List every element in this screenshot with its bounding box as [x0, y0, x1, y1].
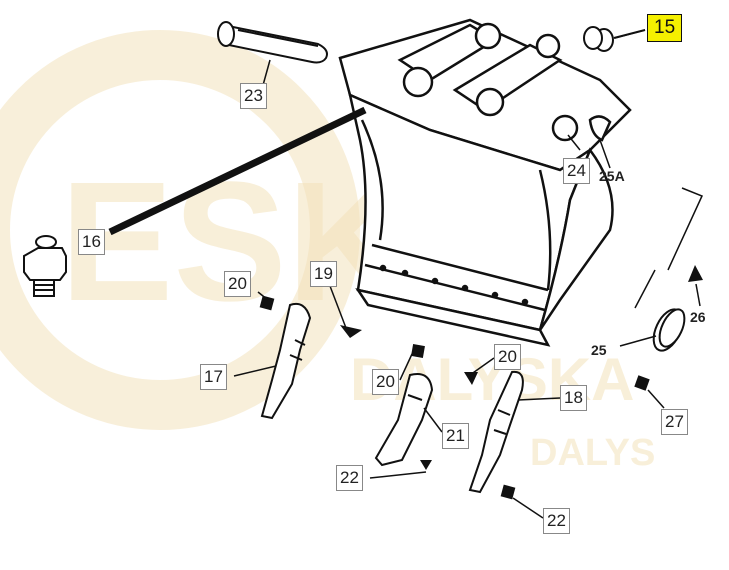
grease-fitting-16 — [23, 235, 67, 297]
callout-21: 21 — [442, 423, 469, 449]
callout-26: 26 — [690, 309, 706, 325]
callout-25: 25 — [591, 342, 607, 358]
callout-20-middle: 20 — [372, 369, 399, 395]
watermark-small-text: DALYS — [530, 432, 655, 474]
callout-27: 27 — [661, 409, 688, 435]
leader-16 — [108, 106, 367, 236]
adapter-18 — [468, 370, 524, 494]
callout-22-right: 22 — [543, 508, 570, 534]
watermark-gear-ring — [0, 30, 360, 430]
bracket-25-26 — [634, 187, 704, 309]
callout-19: 19 — [310, 261, 337, 287]
callout-17: 17 — [200, 364, 227, 390]
callout-24: 24 — [563, 158, 590, 184]
callout-22-left: 22 — [336, 465, 363, 491]
adapter-17 — [260, 302, 312, 420]
tooth-21 — [374, 373, 434, 467]
pin-23 — [217, 21, 328, 64]
callout-20-right: 20 — [494, 344, 521, 370]
callout-16: 16 — [78, 229, 105, 255]
callout-18: 18 — [560, 385, 587, 411]
retaining-ring-25 — [652, 308, 686, 352]
bucket-body — [338, 18, 632, 347]
callout-15: 15 — [647, 14, 683, 42]
callout-20-left: 20 — [224, 271, 251, 297]
lock-pins — [259, 265, 703, 500]
callout-25a: 25A — [599, 168, 625, 184]
callout-23: 23 — [240, 83, 267, 109]
bushing-15 — [583, 26, 646, 52]
